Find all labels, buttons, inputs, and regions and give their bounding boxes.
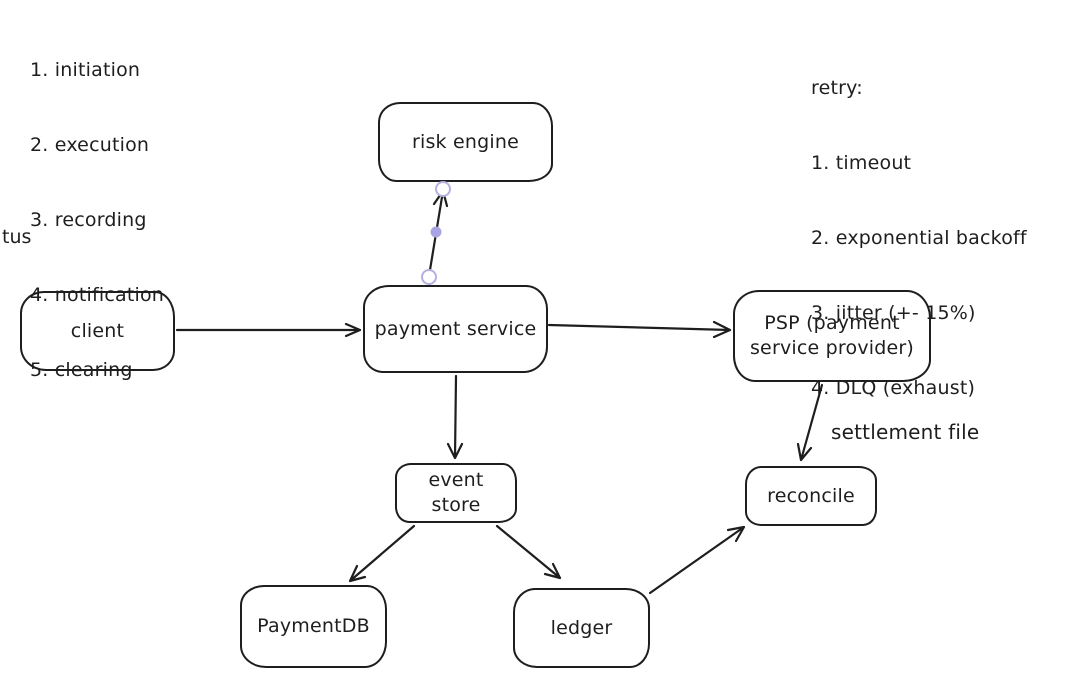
node-payment-service-label: payment service bbox=[374, 317, 537, 340]
retry-item: 2. exponential backoff bbox=[811, 227, 1027, 249]
node-ledger-label: ledger bbox=[550, 616, 613, 639]
node-client-label: client bbox=[70, 319, 125, 342]
selection-midpoint-handle[interactable] bbox=[430, 226, 442, 238]
retry-item: 1. timeout bbox=[811, 152, 912, 174]
arrow-event-store-to-payment-db[interactable] bbox=[348, 524, 416, 583]
node-reconcile[interactable]: reconcile bbox=[745, 466, 877, 526]
status-text-fragment[interactable]: tus bbox=[2, 226, 32, 248]
node-client[interactable]: client bbox=[20, 291, 175, 371]
node-event-store[interactable]: event store bbox=[395, 463, 517, 523]
selection-endpoint-handle-top[interactable] bbox=[435, 181, 451, 197]
node-psp[interactable]: PSP (payment service provider) bbox=[733, 290, 931, 382]
arrow-payment-service-to-psp[interactable] bbox=[547, 320, 732, 339]
node-payment-service[interactable]: payment service bbox=[363, 285, 548, 373]
process-step: 3. recording bbox=[30, 209, 147, 231]
node-event-store-label: event store bbox=[428, 469, 484, 516]
node-ledger[interactable]: ledger bbox=[513, 588, 650, 668]
arrow-client-to-payment-service[interactable] bbox=[175, 322, 362, 338]
arrow-ledger-to-reconcile[interactable] bbox=[648, 525, 746, 595]
retry-note[interactable]: retry: 1. timeout 2. exponential backoff… bbox=[811, 26, 1027, 451]
arrow-payment-service-to-risk-engine[interactable] bbox=[427, 189, 449, 278]
settlement-file-label[interactable]: settlement file bbox=[831, 420, 980, 444]
retry-title: retry: bbox=[811, 77, 863, 99]
node-risk-engine-label: risk engine bbox=[411, 130, 520, 153]
arrow-payment-service-to-event-store[interactable] bbox=[446, 374, 464, 460]
process-step: 1. initiation bbox=[30, 59, 141, 81]
process-step: 2. execution bbox=[30, 134, 150, 156]
selection-endpoint-handle-bottom[interactable] bbox=[421, 269, 437, 285]
node-reconcile-label: reconcile bbox=[767, 484, 855, 507]
node-payment-db[interactable]: PaymentDB bbox=[240, 585, 387, 668]
node-psp-label: PSP (payment service provider) bbox=[749, 312, 915, 359]
node-risk-engine[interactable]: risk engine bbox=[378, 102, 553, 182]
node-payment-db-label: PaymentDB bbox=[257, 615, 370, 637]
arrow-event-store-to-ledger[interactable] bbox=[495, 524, 562, 580]
